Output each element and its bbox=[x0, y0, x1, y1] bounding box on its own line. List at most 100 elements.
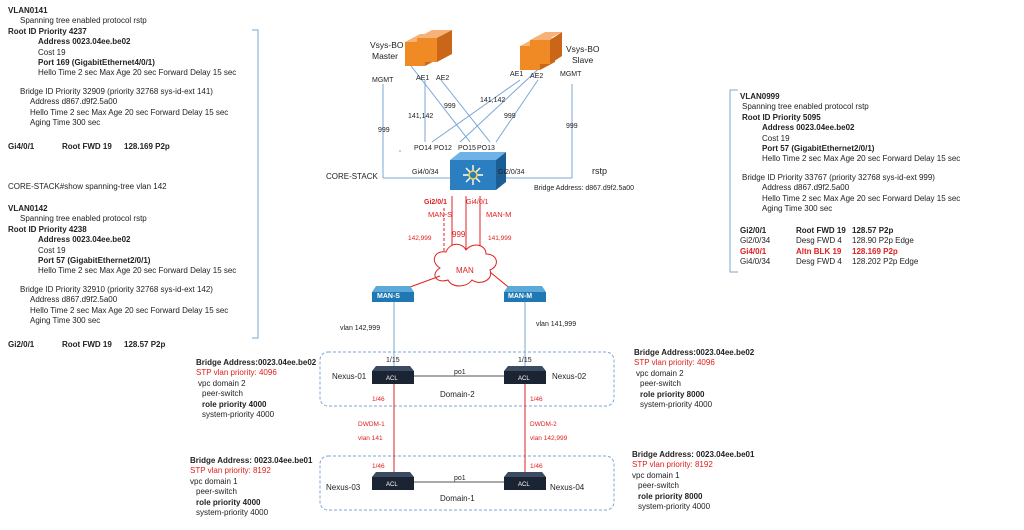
man-m-link-label: MAN-M bbox=[486, 210, 512, 219]
vlan0141-block: VLAN0141 Spanning tree enabled protocol … bbox=[8, 6, 236, 128]
root-cost: Cost 19 bbox=[38, 245, 66, 255]
stp-priority: STP vlan priority: 4096 bbox=[634, 358, 715, 368]
man-999-label: 999 bbox=[452, 230, 466, 239]
iface-role: Root FWD 19 bbox=[62, 142, 112, 151]
acl-label-n03: ACL bbox=[386, 482, 398, 488]
gi4-0-1-label: Gi4/0/1 bbox=[466, 199, 489, 206]
core-stack-label: CORE-STACK bbox=[326, 172, 378, 181]
man-m-switch-body bbox=[504, 286, 546, 302]
root-id-line: Root ID Priority 5095 bbox=[742, 112, 821, 122]
vlan-title: VLAN0999 bbox=[740, 92, 780, 101]
n01-port-1-46: 1/46 bbox=[372, 396, 385, 403]
gi2-0-1-label: Gi2/0/1 bbox=[424, 199, 447, 206]
po15-label: PO15 bbox=[458, 145, 476, 152]
mgmt-master: MGMT bbox=[372, 77, 394, 84]
root-timers: Hello Time 2 sec Max Age 20 sec Forward … bbox=[38, 68, 237, 78]
vlan0999-block: VLAN0999 Spanning tree enabled protocol … bbox=[740, 92, 960, 214]
role-priority: role priority 8000 bbox=[640, 389, 705, 399]
gi2-0-34-label: Gi2/0/34 bbox=[498, 169, 525, 176]
bridge-address: Address d867.d9f2.5a00 bbox=[30, 295, 118, 305]
root-id-line: Root ID Priority 4237 bbox=[8, 26, 87, 36]
vlan-999-c: 999 bbox=[378, 127, 390, 134]
nexus-04-info: Bridge Address: 0023.04ee.be01 STP vlan … bbox=[632, 450, 754, 512]
nexus-04-label: Nexus-04 bbox=[550, 483, 585, 492]
bridge-address: Bridge Address: 0023.04ee.be01 bbox=[190, 456, 313, 465]
peer-switch: peer-switch bbox=[638, 481, 679, 491]
stp-priority: STP vlan priority: 8192 bbox=[632, 460, 713, 470]
man-nexus-links bbox=[393, 302, 526, 368]
mgmt-slave: MGMT bbox=[560, 71, 582, 78]
vlan-999-a: 999 bbox=[444, 103, 456, 110]
po1-label-domain1: po1 bbox=[454, 475, 466, 482]
domain-2-box bbox=[319, 351, 615, 407]
protocol-line: Spanning tree enabled protocol rstp bbox=[20, 214, 147, 224]
root-address: Address 0023.04ee.be02 bbox=[762, 123, 855, 133]
stp-priority: STP vlan priority: 8192 bbox=[190, 466, 271, 476]
po1-label-domain2: po1 bbox=[454, 369, 466, 376]
po12-label: PO12 bbox=[434, 145, 452, 152]
protocol-line: Spanning tree enabled protocol rstp bbox=[742, 102, 869, 112]
po14-label: PO14 bbox=[414, 145, 432, 152]
right-bracket bbox=[729, 89, 738, 273]
dwdm-1-label: DWDM-1 bbox=[358, 421, 385, 428]
bridge-timers: Hello Time 2 sec Max Age 20 sec Forward … bbox=[30, 305, 229, 315]
firewall-links bbox=[382, 61, 573, 179]
nexus-01-body bbox=[372, 366, 414, 384]
n04-port-1-46: 1/46 bbox=[530, 463, 543, 470]
nexus-03-label: Nexus-03 bbox=[326, 483, 361, 492]
system-priority: system-priority 4000 bbox=[638, 502, 711, 512]
port-role-role: Desg FWD 4 bbox=[796, 257, 842, 267]
n02-port-1-46: 1/46 bbox=[530, 396, 543, 403]
aging-time: Aging Time 300 sec bbox=[30, 118, 101, 128]
nexus-02-label: Nexus-02 bbox=[552, 372, 587, 381]
nexus-02-body bbox=[504, 366, 546, 384]
system-priority: system-priority 4000 bbox=[196, 508, 269, 518]
man-s-link-label: MAN-S bbox=[428, 210, 453, 219]
port-role-prio: 128.90 P2p Edge bbox=[852, 236, 914, 246]
root-port: Port 169 (GigabitEthernet4/0/1) bbox=[38, 58, 155, 68]
domain-1-label: Domain-1 bbox=[440, 494, 475, 503]
vlan-141-142-a: 141,142 bbox=[480, 97, 506, 104]
system-priority: system-priority 4000 bbox=[202, 410, 275, 420]
bridge-address: Address d867.d9f2.5a00 bbox=[762, 183, 850, 193]
nexus-01-info: Bridge Address:0023.04ee.be02 STP vlan p… bbox=[196, 358, 316, 420]
root-address: Address 0023.04ee.be02 bbox=[38, 37, 131, 47]
vpc-domain: vpc domain 1 bbox=[190, 476, 238, 486]
core-stack-switch bbox=[450, 152, 506, 190]
root-timers: Hello Time 2 sec Max Age 20 sec Forward … bbox=[762, 154, 961, 164]
port-role-prio: 128.169 P2p bbox=[852, 246, 898, 256]
man-cloud bbox=[433, 243, 497, 287]
bridge-address: Bridge Address: 0023.04ee.be01 bbox=[632, 450, 755, 459]
root-timers: Hello Time 2 sec Max Age 20 sec Forward … bbox=[38, 266, 237, 276]
vsys-master-label-2: Master bbox=[372, 51, 398, 61]
dwdm-2-vlan: vlan 142,999 bbox=[530, 435, 568, 442]
vsys-master-label-1: Vsys-BO bbox=[370, 40, 404, 50]
root-id-line: Root ID Priority 4238 bbox=[8, 224, 87, 234]
peer-switch: peer-switch bbox=[196, 487, 237, 497]
man-m-switch-label: MAN-M bbox=[508, 293, 533, 300]
left-bracket bbox=[252, 29, 259, 339]
peer-switch: peer-switch bbox=[202, 389, 243, 399]
man-m-vlans: 141,999 bbox=[488, 235, 512, 242]
gi4-0-34-label: Gi4/0/34 bbox=[412, 169, 439, 176]
firewall-slave bbox=[520, 32, 562, 70]
bridge-address: Bridge Address:0023.04ee.be02 bbox=[634, 348, 755, 357]
dwdm-1-vlan: vlan 141 bbox=[358, 435, 383, 442]
bridge-address: Bridge Address:0023.04ee.be02 bbox=[196, 358, 317, 367]
role-priority: role priority 4000 bbox=[196, 497, 261, 507]
vlan-title: VLAN0141 bbox=[8, 6, 48, 15]
port-role-prio: 128.202 P2p Edge bbox=[852, 257, 919, 267]
man-s-vlans: 142,999 bbox=[408, 235, 432, 242]
port-role-role: Root FWD 19 bbox=[796, 226, 846, 235]
dwdm-2-label: DWDM-2 bbox=[530, 421, 557, 428]
acl-label-n01: ACL bbox=[386, 376, 398, 382]
ae2-slave: AE2 bbox=[530, 73, 544, 80]
iface-prio: 128.57 P2p bbox=[124, 340, 166, 349]
man-s-switch-body bbox=[372, 286, 414, 302]
